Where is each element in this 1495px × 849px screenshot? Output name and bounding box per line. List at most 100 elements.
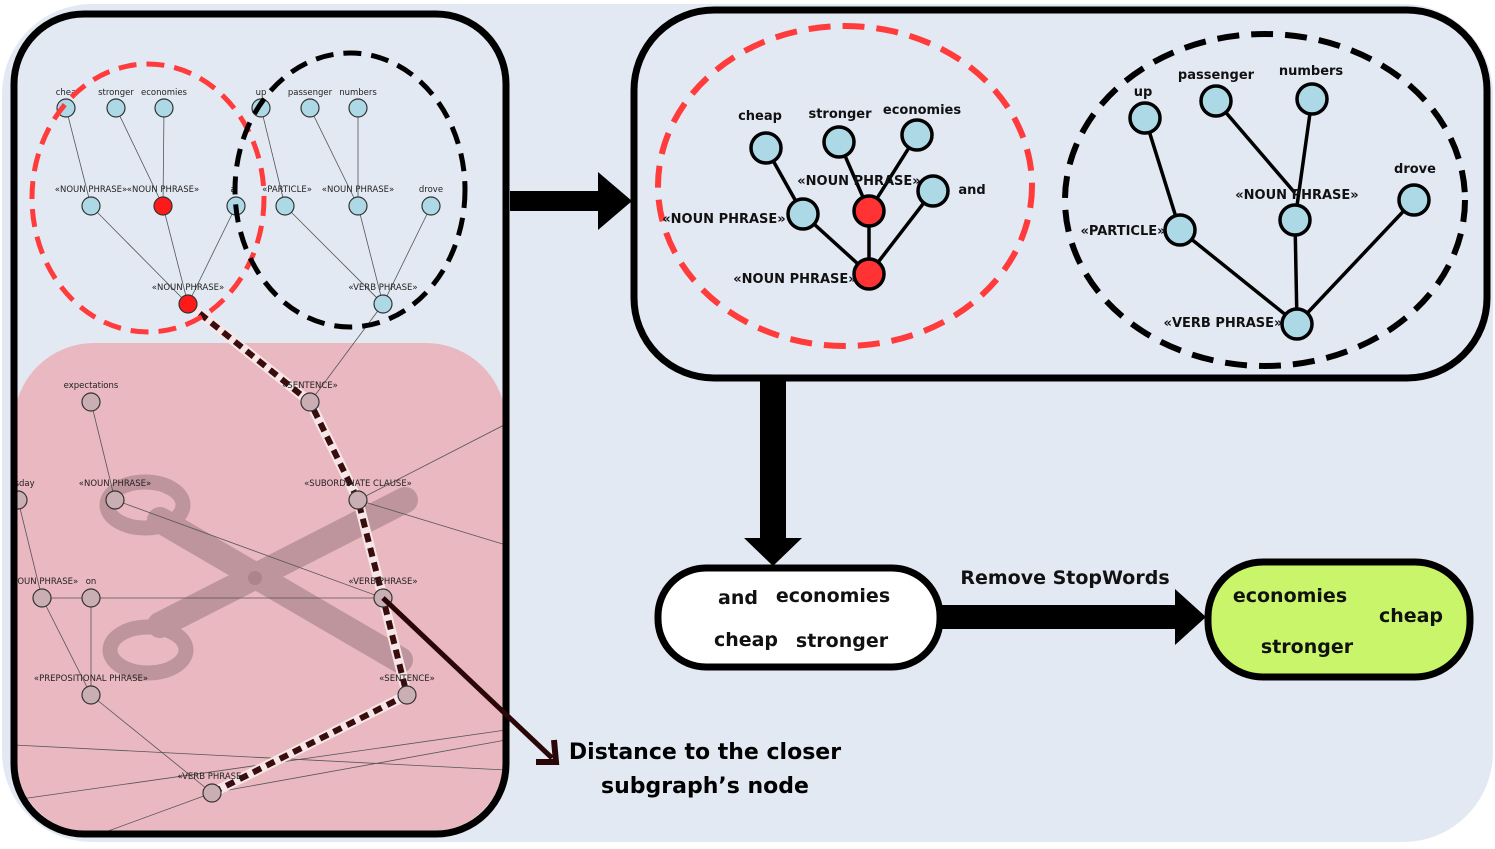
word-bag: and economies cheap stronger — [654, 564, 944, 671]
node-label: drove — [1394, 162, 1436, 177]
result-bag-item: stronger — [1261, 636, 1354, 658]
zoomed-black-edges — [1143, 98, 1416, 326]
node-label: drove — [419, 185, 443, 195]
graph-node — [32, 588, 52, 608]
zoomed-black-subgraph-outline — [1062, 31, 1468, 369]
node-label: esday — [9, 479, 34, 489]
graph-node — [81, 588, 101, 608]
node-label: numbers — [1279, 64, 1344, 79]
cut-region-nodes — [14, 392, 417, 803]
graph-node — [81, 196, 101, 216]
graph-node — [106, 98, 126, 118]
node-label: «NOUN PHRASE» — [662, 212, 785, 227]
distance-path-dots — [186, 301, 410, 796]
graph-node — [105, 490, 125, 510]
node-label: economies — [141, 88, 188, 98]
graph-node — [1278, 203, 1312, 237]
word-bag-item: economies — [776, 585, 890, 607]
remove-stopwords-label: Remove StopWords — [960, 567, 1169, 589]
node-label: «VERB PHRASE» — [1164, 316, 1283, 331]
result-bag-box — [1204, 558, 1474, 681]
zoomed-black-nodes — [1128, 82, 1431, 341]
node-label: «SENTENCE» — [379, 674, 435, 684]
node-label: «PREPOSITIONAL PHRASE» — [34, 674, 148, 684]
distance-arrow — [381, 596, 560, 765]
source-graph-labels: chea stronger economies «NOUN PHRASE» «N… — [6, 88, 443, 782]
graph-node — [1397, 183, 1431, 217]
node-label: up — [256, 88, 267, 98]
source-graph-border — [10, 10, 510, 838]
graph-node — [1163, 213, 1197, 247]
word-bag-item: cheap — [714, 629, 778, 651]
node-label: «VERB PHRASE» — [348, 577, 417, 587]
distance-caption-line-2: subgraph’s node — [601, 774, 809, 799]
node-label: «SUBORDINATE CLAUSE» — [304, 479, 412, 489]
word-bag-item: stronger — [796, 630, 889, 652]
node-label: and — [958, 183, 985, 198]
node-label: «NOUN PHRASE» — [6, 577, 78, 587]
source-graph-panel: chea stronger economies «NOUN PHRASE» «N… — [6, 10, 510, 838]
node-label: stronger — [808, 107, 872, 122]
graph-node — [81, 685, 101, 705]
graph-node — [300, 98, 320, 118]
zoomed-red-subgraph-outline — [655, 23, 1035, 349]
graph-node — [916, 174, 950, 208]
node-label: on — [86, 577, 97, 587]
graph-node — [749, 131, 783, 165]
graph-node — [81, 392, 101, 412]
node-label: «SENTENCE» — [282, 381, 338, 391]
graph-node — [373, 294, 393, 314]
black-subgraph-outline — [232, 50, 468, 330]
node-label: stronger — [98, 88, 134, 98]
node-label: cheap — [738, 109, 782, 124]
graph-node — [822, 125, 856, 159]
node-label: «NOUN PHRASE» — [55, 185, 127, 195]
graph-node — [154, 98, 174, 118]
zoomed-red-labels: cheap stronger economies «NOUN PHRASE» a… — [662, 103, 985, 287]
node-label: «NOUN PHRASE» — [127, 185, 199, 195]
highlight-node — [852, 194, 886, 228]
graph-node — [421, 196, 441, 216]
graph-node — [14, 490, 28, 510]
zoomed-panel-border — [630, 6, 1491, 382]
result-bag-item: cheap — [1379, 605, 1443, 627]
graph-node — [348, 490, 368, 510]
node-label: passenger — [1178, 68, 1255, 83]
graph-node — [348, 98, 368, 118]
graph-node — [900, 118, 934, 152]
word-bag-item: and — [718, 587, 758, 609]
node-label: economies — [883, 103, 961, 118]
graph-node — [1295, 82, 1329, 116]
node-label: passenger — [288, 88, 333, 98]
highlight-node — [153, 196, 173, 216]
node-label: «NOUN PHRASE» — [322, 185, 394, 195]
result-bag-item: economies — [1233, 585, 1347, 607]
node-label: «NOUN PHRASE» — [152, 283, 224, 293]
graph-node — [786, 197, 820, 231]
node-label: «NOUN PHRASE» — [1235, 188, 1358, 203]
node-label: up — [1134, 85, 1153, 100]
node-label: «PARTICLE» — [262, 185, 312, 195]
distance-caption-line-1: Distance to the closer — [569, 740, 841, 765]
zoomed-subgraphs-panel: cheap stronger economies «NOUN PHRASE» a… — [630, 6, 1491, 382]
graph-node — [300, 392, 320, 412]
zoomed-red-nodes — [749, 118, 950, 291]
graph-node — [1280, 307, 1314, 341]
result-bag: economies cheap stronger — [1204, 558, 1474, 681]
graph-node — [1199, 84, 1233, 118]
node-label: «NOUN PHRASE» — [79, 479, 151, 489]
graph-node — [348, 196, 368, 216]
remove-stopwords-arrow — [940, 589, 1206, 645]
graph-node — [275, 196, 295, 216]
node-label: chea — [56, 88, 77, 98]
closest-node — [178, 294, 198, 314]
graph-node — [397, 685, 417, 705]
red-subgraph-outline — [29, 61, 267, 335]
node-label: «NOUN PHRASE» — [797, 174, 920, 189]
source-black-subgraph-nodes — [251, 98, 441, 314]
extract-arrow — [510, 172, 632, 230]
flatten-arrow — [744, 381, 802, 566]
highlight-node — [852, 257, 886, 291]
node-label: numbers — [339, 88, 377, 98]
